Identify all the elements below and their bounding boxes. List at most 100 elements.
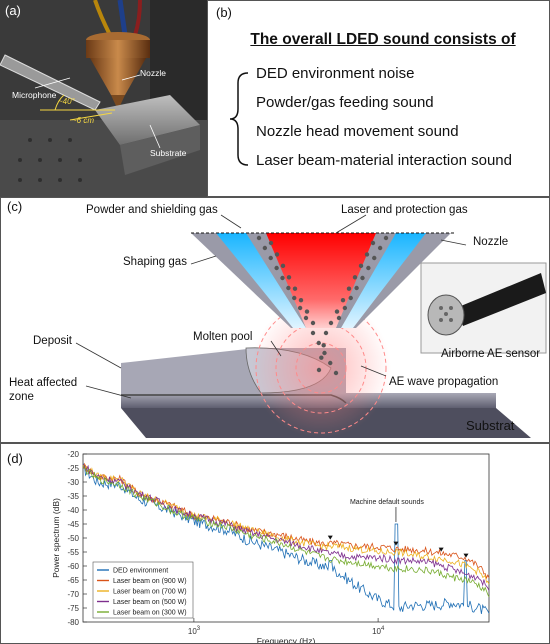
powder-dot-right-b-5 — [340, 297, 346, 303]
panel-a-label: (a) — [5, 3, 21, 18]
y-tick-label-5: -45 — [67, 520, 79, 529]
heat-zone-label-2: zone — [9, 391, 34, 403]
y-tick-label-8: -60 — [67, 562, 79, 571]
substrate-label: Substrate — [150, 148, 187, 158]
molten-pool-label: Molten pool — [193, 331, 253, 343]
powder-dot-center-a-1 — [316, 340, 321, 346]
powder-dot-right-b-0 — [370, 240, 376, 246]
powder-dot-left-b-7 — [310, 320, 316, 326]
panel-d-chart: (d) -20-25-30-35-40-45-50-55-60-65-70-75… — [0, 443, 550, 644]
panel-b-label: (b) — [216, 5, 232, 20]
series-line-3 — [82, 464, 490, 591]
y-tick-label-12: -80 — [67, 618, 79, 627]
schematic-diagram — [75, 214, 547, 438]
machine-sound-marker-1 — [393, 541, 399, 546]
powder-dot-left-b-6 — [304, 309, 310, 314]
powder-dot-right-a-7 — [342, 305, 348, 311]
legend-label-3: Laser beam on (500 W) — [113, 599, 187, 606]
power-spectrum-chart: -20-25-30-35-40-45-50-55-60-65-70-75-801… — [51, 450, 490, 644]
powder-dot-right-b-1 — [364, 252, 370, 257]
panel-a-photo: (a) Microphone Nozzle Substrate ~40° ~6 … — [0, 0, 207, 197]
panel-b-title: The overall LDED sound consists of — [250, 31, 516, 48]
airborne-sensor-label: Airborne AE sensor — [441, 348, 541, 360]
y-tick-label-11: -75 — [67, 604, 79, 613]
legend-label-2: Laser beam on (700 W) — [113, 589, 187, 596]
bracket-icon — [229, 72, 249, 166]
shaping-gas-label: Shaping gas — [123, 256, 187, 268]
powder-dot-right-a-2 — [372, 255, 377, 261]
powder-dot-right-a-0 — [383, 235, 389, 241]
powder-dot-right-b-7 — [328, 320, 334, 326]
powder-dots-right — [328, 235, 389, 326]
powder-dot-right-a-3 — [366, 265, 371, 271]
powder-dot-left-a-4 — [280, 275, 285, 281]
machine-sound-marker-2 — [438, 547, 444, 552]
x-tick-label-0: 103 — [188, 626, 201, 636]
y-tick-label-7: -55 — [67, 548, 79, 557]
distance-label: ~6 cm — [72, 116, 95, 125]
powder-dot-left-a-2 — [268, 255, 273, 261]
machine-sound-marker-0 — [327, 535, 333, 540]
powder-dots-center — [310, 330, 339, 376]
b-item-1: DED environment noise — [256, 65, 415, 82]
powder-dot-center-a-2 — [322, 350, 327, 356]
powder-dot-left-b-5 — [298, 297, 304, 303]
powder-dot-center-b-2 — [319, 355, 324, 360]
powder-dot-left-a-1 — [262, 245, 268, 251]
powder-dot-center-b-3 — [316, 367, 322, 373]
powder-dot-center-b-1 — [321, 343, 326, 348]
powder-dot-left-a-8 — [303, 315, 309, 321]
y-tick-label-4: -40 — [67, 506, 79, 515]
legend-box — [92, 561, 194, 619]
powder-dot-right-b-2 — [358, 263, 364, 269]
y-tick-label-6: -50 — [67, 534, 79, 543]
x-tick-label-1: 104 — [372, 626, 385, 636]
powder-dot-center-a-4 — [333, 370, 339, 376]
airborne-ae-sensor — [420, 262, 547, 354]
powder-dot-left-a-5 — [286, 285, 291, 291]
annotation-text: Machine default sounds — [350, 499, 424, 506]
powder-dot-left-a-7 — [297, 305, 303, 311]
legend-label-1: Laser beam on (900 W) — [113, 578, 187, 585]
setup-photo — [0, 0, 207, 197]
machine-sound-marker-3 — [463, 553, 469, 558]
powder-dot-left-a-3 — [274, 265, 279, 271]
powder-dot-left-b-2 — [280, 263, 286, 269]
y-tick-label-3: -35 — [67, 492, 79, 501]
y-tick-label-2: -30 — [67, 478, 79, 487]
b-item-4: Laser beam-material interaction sound — [256, 152, 512, 169]
y-tick-label-9: -65 — [67, 576, 79, 585]
powder-dot-right-a-4 — [360, 275, 365, 281]
powder-dot-right-b-4 — [346, 286, 352, 291]
ae-wave-label: AE wave propagation — [389, 376, 499, 388]
substrat-label: Substrat — [466, 418, 515, 433]
powder-gas-label: Powder and shielding gas — [86, 204, 218, 216]
b-item-2: Powder/gas feeding sound — [256, 94, 434, 111]
powder-dot-right-b-6 — [334, 309, 340, 314]
microphone-label: Microphone — [12, 90, 57, 100]
y-axis-label: Power spectrum (dB) — [51, 498, 61, 578]
powder-dot-right-a-1 — [377, 245, 383, 251]
powder-dot-right-a-6 — [348, 295, 353, 301]
x-axis-label: Frequency (Hz) — [257, 636, 316, 644]
powder-dot-right-b-3 — [352, 275, 358, 280]
powder-dot-left-b-1 — [274, 252, 280, 257]
powder-dot-left-a-6 — [292, 295, 297, 301]
panel-c-diagram: (c) Powder and shielding gas Laser and p… — [0, 197, 550, 443]
panel-d-label: (d) — [7, 451, 23, 466]
y-tick-label-10: -70 — [67, 590, 79, 599]
legend-label-0: DED environment — [113, 568, 168, 575]
b-item-3: Nozzle head movement sound — [256, 123, 459, 140]
panel-b-text: (b) The overall LDED sound consists of D… — [207, 0, 550, 197]
legend-label-4: Laser beam on (300 W) — [113, 610, 187, 617]
series-line-4 — [82, 465, 490, 598]
powder-dot-right-a-5 — [354, 285, 359, 291]
powder-dot-center-a-3 — [328, 360, 333, 366]
deposit-label: Deposit — [33, 335, 72, 347]
powder-dot-left-a-0 — [256, 235, 262, 241]
powder-dot-center-b-0 — [323, 330, 329, 336]
powder-dots-left — [256, 235, 316, 326]
nozzle-label-c: Nozzle — [473, 236, 509, 248]
angle-label: ~40° — [58, 97, 75, 106]
powder-dot-left-b-4 — [292, 286, 298, 291]
